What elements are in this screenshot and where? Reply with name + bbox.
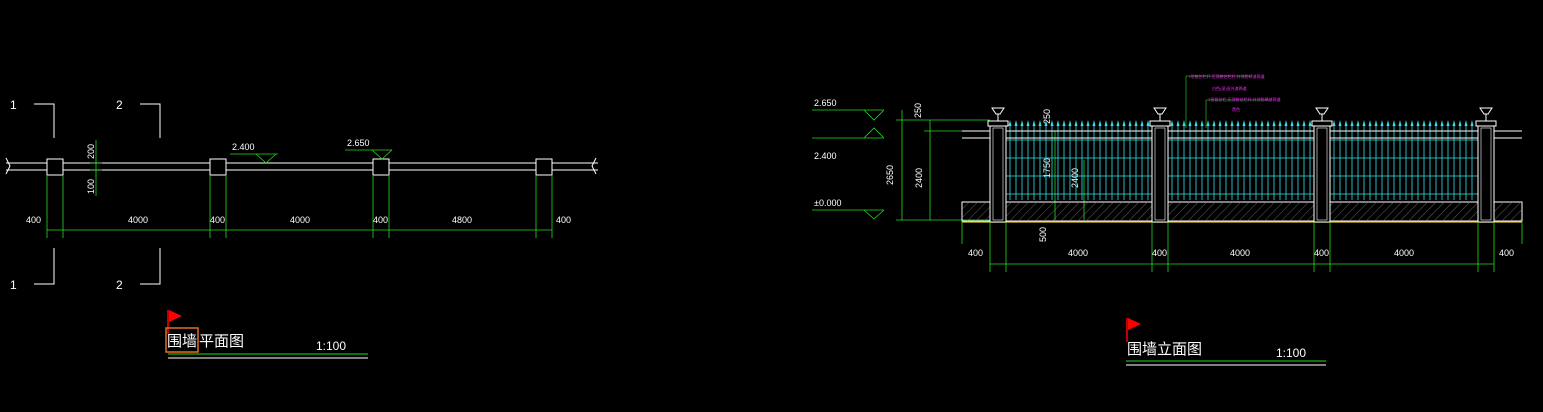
elevation-ground	[961, 201, 1523, 244]
plan-title-highlight	[165, 327, 199, 353]
elev-dim-400-c: 400	[1314, 248, 1329, 258]
plan-dim-400-b: 400	[210, 215, 225, 225]
elev-note-1: T形铁艺栏杆 压顶铁艺栏杆,外涂防锈漆两道	[1188, 73, 1265, 79]
elev-dim-4000-a: 4000	[1068, 248, 1088, 258]
pillar	[1311, 107, 1333, 223]
plan-dim-4800: 4800	[452, 215, 472, 225]
elevation-vertical-dims	[896, 110, 1085, 221]
elev-dim-4000-b: 4000	[1230, 248, 1250, 258]
elev-note-3: T形铁艺栏 压顶铁艺栏杆,外涂防锈漆两道	[1208, 96, 1281, 102]
plan-wall-lines	[5, 157, 598, 175]
elev-dim-250: 250	[913, 103, 923, 118]
pillar	[1475, 107, 1497, 223]
elev-note-2: 白色(深)亚光漆两道	[1212, 85, 1247, 91]
lamp-icon	[1315, 107, 1329, 121]
elev-dim-500: 500	[1038, 227, 1048, 242]
elev-level-2650: 2.650	[814, 98, 837, 108]
plan-vertical-dims	[90, 140, 102, 196]
elevation-title: 围墙立面图	[1127, 341, 1202, 358]
wall-elevation-view: 2.650 2.400 ±0.000 250 2650 2400 250 175…	[812, 73, 1523, 366]
plan-columns	[46, 158, 553, 176]
plan-dim-200: 200	[86, 144, 96, 159]
elev-dim-1750: 1750	[1042, 158, 1052, 178]
lamp-icon	[991, 107, 1005, 121]
elevation-level-marks	[812, 109, 885, 220]
section-mark-1-bottom: 1	[10, 278, 17, 292]
plan-dim-4000-a: 4000	[128, 215, 148, 225]
elevation-pillars	[987, 107, 1497, 223]
plan-level-2650: 2.650	[347, 138, 370, 148]
elevation-flag-icon	[1126, 318, 1141, 342]
pillar	[1149, 107, 1171, 223]
pillar	[987, 107, 1009, 223]
elevation-notes: T形铁艺栏杆 压顶铁艺栏杆,外涂防锈漆两道 白色(深)亚光漆两道 T形铁艺栏 压…	[1185, 73, 1281, 128]
lamp-icon	[1153, 107, 1167, 121]
plan-dim-100: 100	[86, 179, 96, 194]
elev-dim-2650: 2650	[885, 165, 895, 185]
plan-title-part2: 平面图	[199, 333, 244, 350]
plan-scale: 1:100	[316, 339, 346, 353]
plan-dim-chain	[46, 175, 553, 238]
elev-dim-400-b: 400	[1152, 248, 1167, 258]
elev-dim-400-d: 400	[1499, 248, 1514, 258]
fence-panel	[1168, 120, 1314, 200]
elev-dim-2400-inner: 2400	[1070, 168, 1080, 188]
elevation-dim-chain	[989, 222, 1495, 272]
plan-title-part1: 围墙	[167, 333, 197, 350]
plan-dim-400-a: 400	[26, 215, 41, 225]
elevation-wall-cap	[962, 130, 1522, 139]
plan-dim-4000-b: 4000	[290, 215, 310, 225]
elev-dim-4000-c: 4000	[1394, 248, 1414, 258]
plan-level-marks	[230, 149, 393, 164]
elev-level-0000: ±0.000	[814, 198, 841, 208]
section-mark-2-bottom: 2	[116, 278, 123, 292]
elev-dim-250-inner: 250	[1042, 109, 1052, 124]
section-mark-1-top: 1	[10, 98, 17, 112]
wall-plan-view: 1 2 1 2 200 100	[5, 98, 598, 359]
elev-dim-400-a: 400	[968, 248, 983, 258]
plan-level-2400: 2.400	[232, 142, 255, 152]
section-marks	[34, 103, 161, 285]
elevation-scale: 1:100	[1276, 346, 1306, 360]
elev-note-4: 黑色	[1232, 106, 1240, 112]
lamp-icon	[1479, 107, 1493, 121]
section-mark-2-top: 2	[116, 98, 123, 112]
fence-panel	[1330, 120, 1478, 200]
elev-dim-2400-left: 2400	[914, 168, 924, 188]
plan-flag-icon	[167, 310, 182, 334]
elev-level-2400: 2.400	[814, 151, 837, 161]
plan-dim-400-d: 400	[556, 215, 571, 225]
plan-dim-400-c: 400	[373, 215, 388, 225]
